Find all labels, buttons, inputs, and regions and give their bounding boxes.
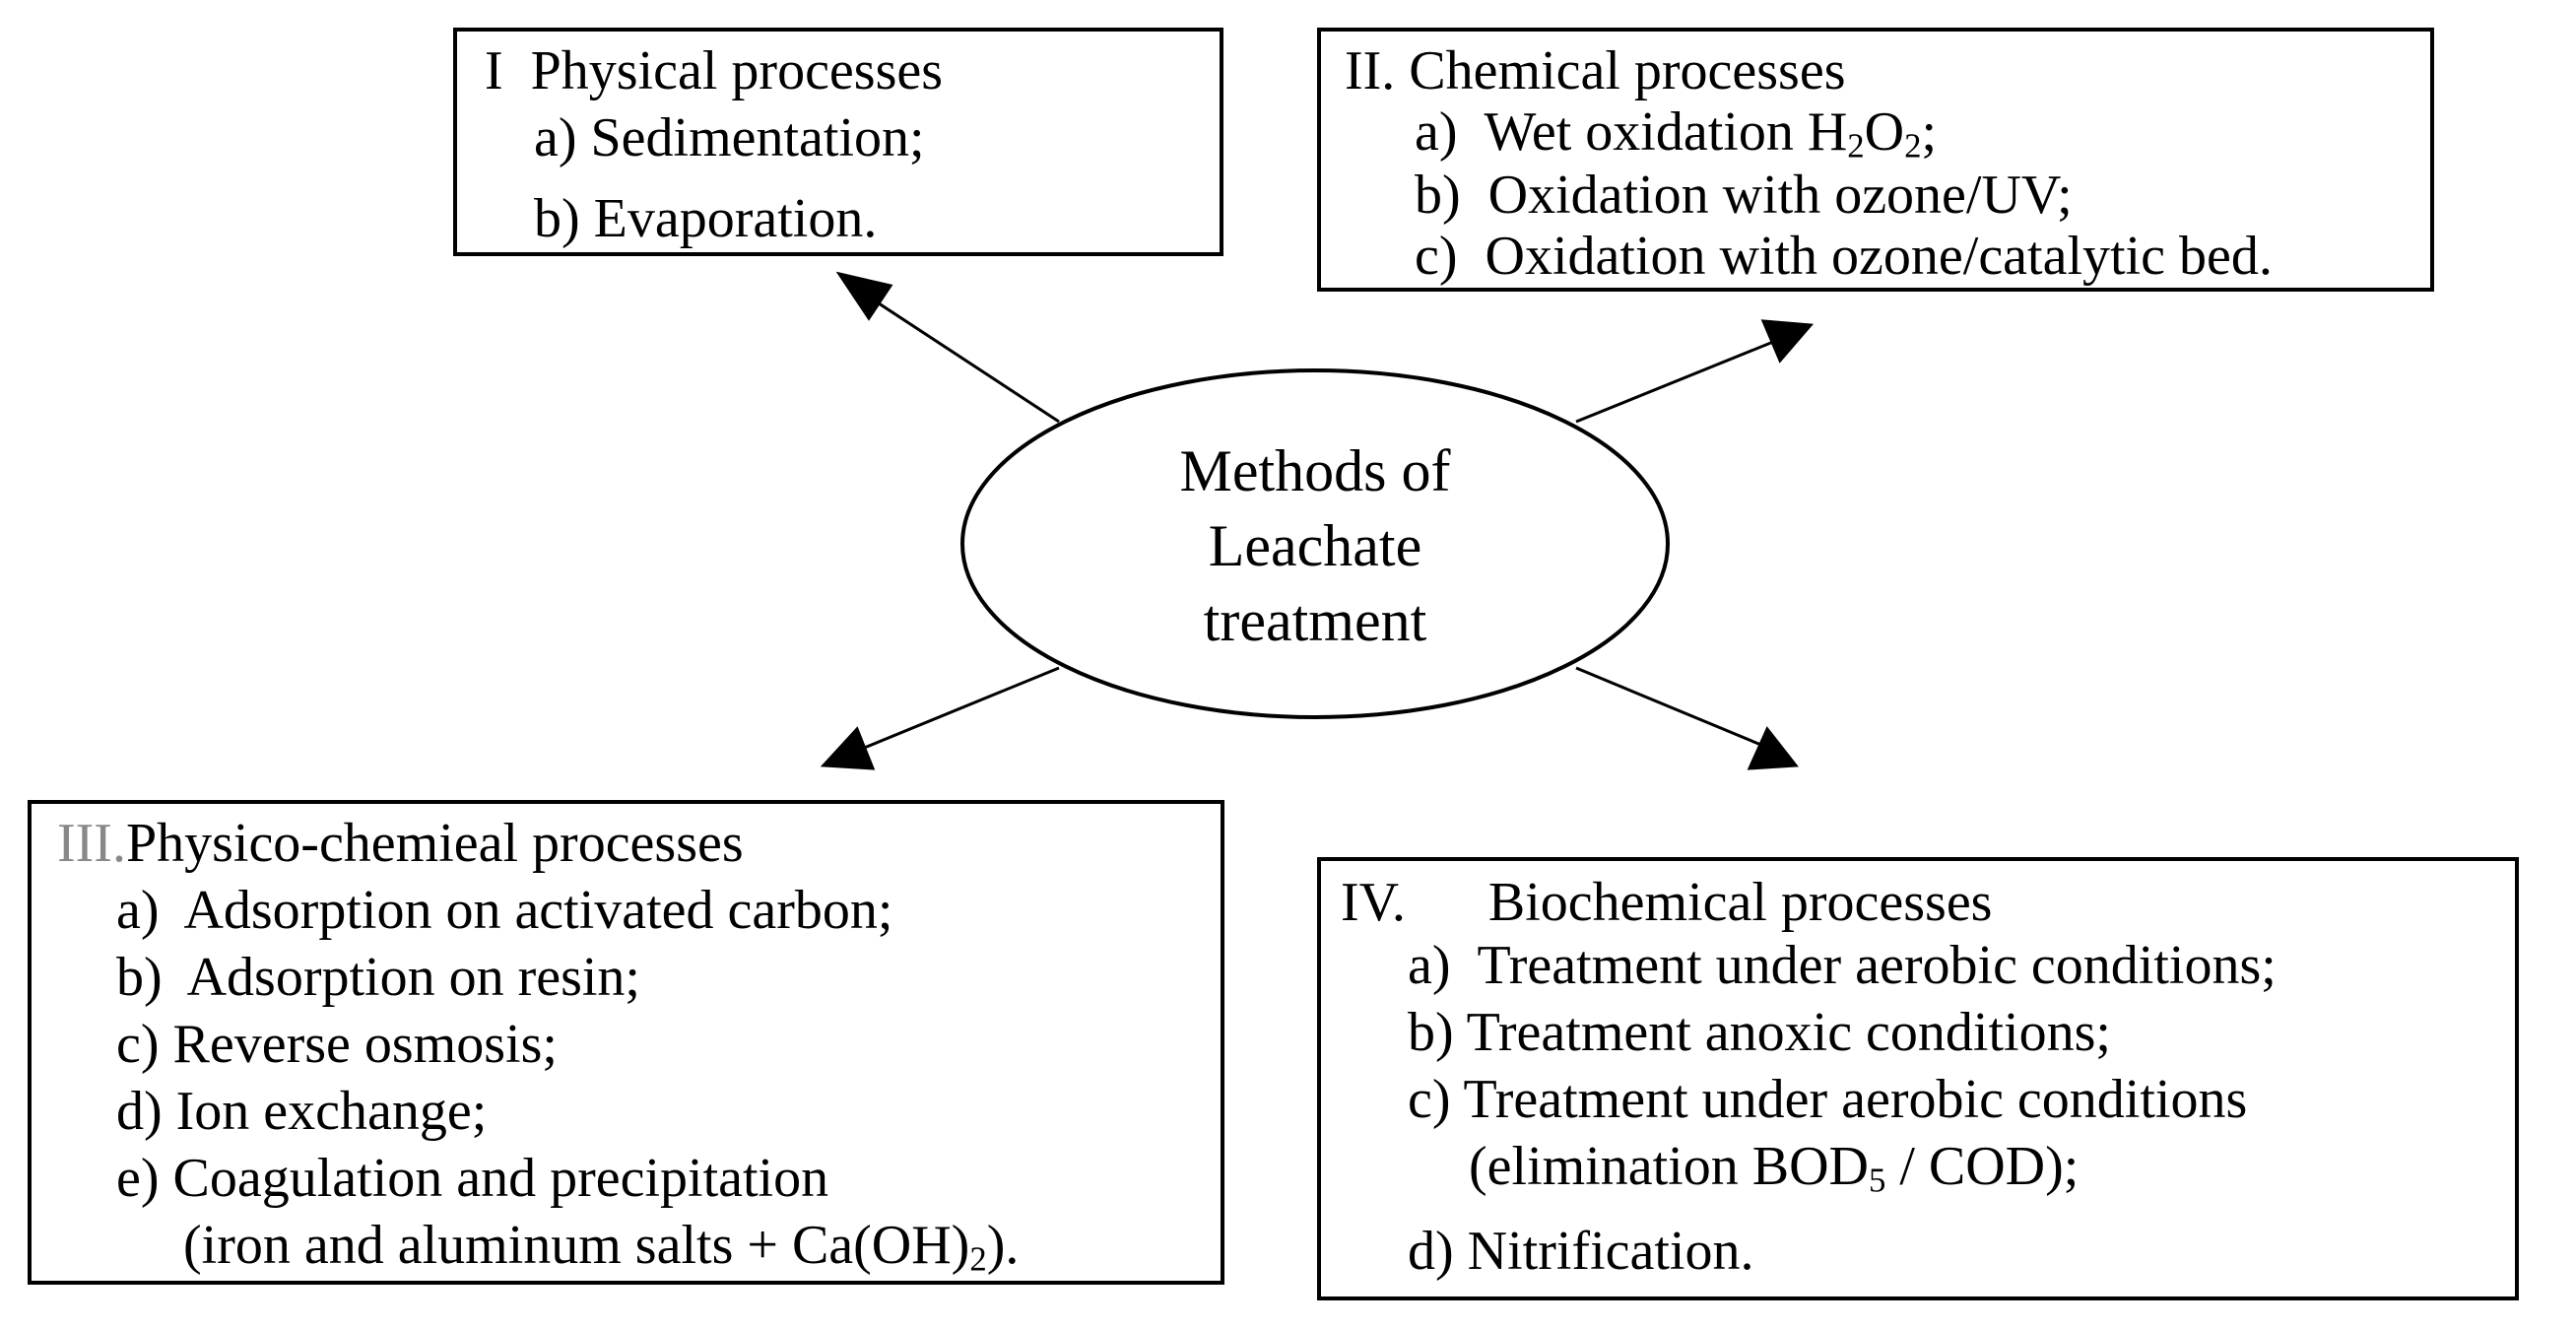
biochemical-item-b: b) Treatment anoxic conditions; [1408, 1005, 2111, 1060]
chemical-item-c: c) Oxidation with ozone/catalytic bed. [1415, 229, 2273, 284]
chemical-heading: II. Chemical processes [1345, 43, 1845, 99]
biochemical-title: Biochemical processes [1487, 872, 1993, 933]
item-label: a) [534, 107, 577, 168]
item-label: b) [1415, 165, 1461, 226]
arrow-to-chemical [1575, 338, 1779, 424]
biochemical-number: IV. [1341, 872, 1406, 933]
biochemical-item-c: c) Treatment under aerobic conditions [1408, 1072, 2247, 1127]
physico-chemical-item-d: d) Ion exchange; [116, 1084, 487, 1139]
item-text: Adsorption on resin; [186, 947, 640, 1008]
item-label: c) [1408, 1069, 1451, 1130]
biochemical-processes-box: IV. Biochemical processes a) Treatment u… [1317, 857, 2519, 1300]
physico-chemical-item-a: a) Adsorption on activated carbon; [116, 883, 892, 938]
continuation-text-post: ). [986, 1215, 1020, 1276]
physico-chemical-item-b: b) Adsorption on resin; [116, 950, 640, 1005]
physical-processes-box: I Physical processes a) Sedimentation; b… [453, 28, 1223, 256]
item-label: d) [116, 1081, 163, 1142]
item-text: Sedimentation; [590, 107, 925, 168]
center-label: Methods of Leachate treatment [1069, 433, 1561, 658]
chemical-title: Chemical processes [1409, 40, 1846, 101]
physico-chemical-processes-box: III.Physico-chemieal processes a) Adsorp… [28, 800, 1224, 1285]
chemical-number: II. [1345, 40, 1396, 101]
arrow-to-physico-chemical [861, 666, 1060, 751]
chemical-processes-box: II. Chemical processes a) Wet oxidation … [1317, 28, 2434, 292]
biochemical-item-d: d) Nitrification. [1408, 1224, 1753, 1279]
center-label-line-1: Methods of [1179, 438, 1451, 503]
continuation-text-pre: (iron and aluminum salts + Ca(OH) [183, 1215, 970, 1276]
item-text: Adsorption on activated carbon; [183, 880, 893, 941]
item-label: a) [1415, 101, 1458, 163]
physical-title: Physical processes [530, 40, 944, 101]
chemical-item-a: a) Wet oxidation H2O2; [1415, 101, 1938, 163]
caoh2-subscript: 2 [969, 1239, 987, 1279]
item-label: a) [1408, 935, 1451, 996]
continuation-text-post: / COD); [1885, 1136, 2080, 1197]
item-text: Nitrification. [1467, 1221, 1754, 1282]
item-label: c) [116, 1014, 160, 1075]
physical-number: I [485, 40, 503, 101]
arrowhead-chemical [1760, 319, 1815, 364]
physico-chemical-item-e-continuation: (iron and aluminum salts + Ca(OH)2). [183, 1215, 1020, 1276]
item-label: b) [116, 947, 163, 1008]
physical-item-b: b) Evaporation. [534, 191, 877, 246]
item-label: c) [1415, 226, 1458, 287]
physico-chemical-title: Physico-chemieal processes [125, 813, 744, 874]
bod5-subscript: 5 [1868, 1161, 1886, 1200]
item-label: b) [1408, 1002, 1454, 1063]
item-label: d) [1408, 1221, 1454, 1282]
item-text: Coagulation and precipitation [172, 1148, 829, 1209]
biochemical-item-a: a) Treatment under aerobic conditions; [1408, 938, 2277, 993]
item-text: Evaporation. [593, 188, 878, 249]
arrow-to-biochemical [1575, 666, 1764, 748]
item-text: Ion exchange; [175, 1081, 488, 1142]
arrowhead-biochemical [1747, 726, 1799, 770]
item-label: b) [534, 188, 580, 249]
center-ellipse [960, 368, 1670, 719]
chemical-item-b: b) Oxidation with ozone/UV; [1415, 167, 2073, 223]
item-text: Reverse osmosis; [172, 1014, 558, 1075]
o2-subscript: 2 [1904, 126, 1922, 166]
item-text: Oxidation with ozone/UV; [1487, 165, 2073, 226]
arrow-to-physical [866, 294, 1060, 424]
center-label-line-2: Leachate [1208, 513, 1422, 578]
item-text-pre: Wet oxidation H [1484, 101, 1848, 163]
continuation-text-pre: (elimination BOD [1469, 1136, 1869, 1197]
physico-chemical-item-e: e) Coagulation and precipitation [116, 1151, 828, 1206]
h2-subscript: 2 [1847, 126, 1865, 166]
item-text: Treatment under aerobic conditions [1463, 1069, 2248, 1130]
arrowhead-physico-chemical [820, 726, 876, 770]
item-text-post: ; [1921, 101, 1938, 163]
physico-chemical-item-c: c) Reverse osmosis; [116, 1017, 558, 1072]
biochemical-item-c-continuation: (elimination BOD5 / COD); [1469, 1136, 2080, 1197]
physical-heading: I Physical processes [485, 43, 943, 99]
physico-chemical-heading: III.Physico-chemieal processes [57, 816, 744, 871]
arrowhead-physical [835, 271, 893, 321]
item-text: Treatment anoxic conditions; [1466, 1002, 2111, 1063]
physical-item-a: a) Sedimentation; [534, 110, 925, 166]
item-text: Treatment under aerobic conditions; [1477, 935, 2277, 996]
item-label: e) [116, 1148, 160, 1209]
item-text: Oxidation with ozone/catalytic bed. [1485, 226, 2273, 287]
biochemical-heading: IV. Biochemical processes [1341, 875, 1992, 930]
item-text-mid: O [1864, 101, 1905, 163]
physico-chemical-number: III. [57, 813, 126, 874]
center-label-line-3: treatment [1203, 588, 1427, 653]
item-label: a) [116, 880, 160, 941]
